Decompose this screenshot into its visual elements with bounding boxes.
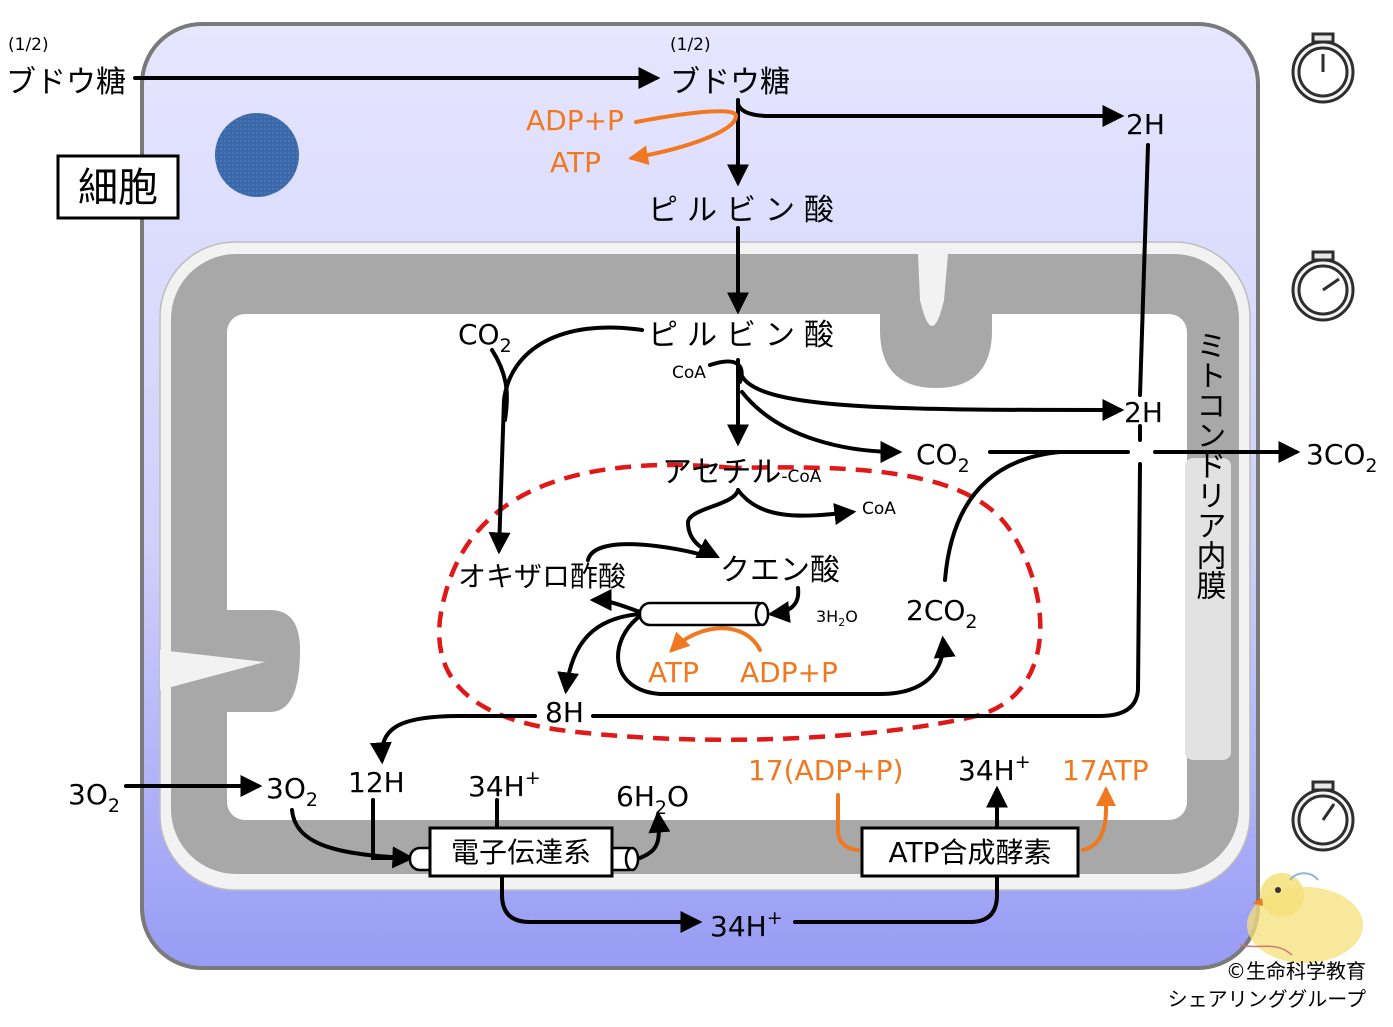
cell-label-box: 細胞 bbox=[56, 154, 180, 220]
cycle-adp-to-atp-arrow bbox=[669, 626, 762, 653]
mitochondrial-matrix bbox=[227, 314, 1187, 820]
2co2-merge-curve bbox=[943, 450, 1062, 582]
crista-top-highlight bbox=[918, 254, 948, 326]
half-label-left: (1/2) bbox=[8, 35, 49, 55]
co2-release-label: CO2 bbox=[458, 318, 512, 357]
glycolysis-adp-p-label: ADP+P bbox=[526, 104, 624, 137]
pyruvic-acid-matrix-label: ピルビン酸 bbox=[648, 318, 843, 353]
12h-label: 12H bbox=[348, 766, 405, 799]
coa-release-label: CoA bbox=[862, 499, 896, 519]
2co2-label: 2CO2 bbox=[906, 594, 978, 633]
34h-synthase-label: 34H+ bbox=[958, 751, 1031, 787]
atp-synthase-box: ATP合成酵素 bbox=[860, 826, 1080, 878]
half-label-center: (1/2) bbox=[670, 35, 711, 55]
electron-transport-chain-box: 電子伝達系 bbox=[428, 826, 614, 878]
12h-to-etc-line bbox=[371, 798, 412, 860]
coa-entry-label: CoA bbox=[672, 363, 706, 383]
glucose-outside-label: ブドウ糖 bbox=[6, 65, 126, 100]
6h2o-label: 6H2O bbox=[616, 780, 689, 819]
chick-illustration bbox=[1239, 872, 1363, 963]
8h-label: 8H bbox=[545, 696, 584, 729]
inner-membrane-label-box: ミトコンドリア内膜 bbox=[1185, 330, 1231, 760]
copyright-line-2: シェアリンググループ bbox=[1168, 987, 1366, 1011]
water-input-arrow bbox=[767, 586, 801, 623]
cycle-adp-p-label: ADP+P bbox=[740, 656, 838, 689]
3o2-outside-label: 3O2 bbox=[68, 778, 120, 817]
tca-cylinder bbox=[638, 601, 770, 627]
pyruvate-2h-arrow bbox=[740, 374, 1125, 421]
co2-release-branch bbox=[490, 348, 509, 422]
citric-acid-cycle-boundary bbox=[436, 462, 1043, 742]
co2-matrix-label: CO2 bbox=[916, 438, 970, 477]
cycle-to-oxaloacetate-arrow bbox=[589, 589, 642, 614]
copyright-line-1: ©生命科学教育 bbox=[1226, 959, 1366, 983]
proton-return-line bbox=[793, 876, 999, 924]
pyruvic-acid-cytoplasm-label: ピルビン酸 bbox=[648, 193, 843, 228]
3o2-inside-label: 3O2 bbox=[266, 772, 318, 811]
inner-membrane-label: ミトコンドリア内膜 bbox=[1191, 330, 1227, 600]
glycolysis-atp-label: ATP bbox=[550, 146, 601, 179]
glucose-inside-label: ブドウ糖 bbox=[670, 65, 790, 100]
etc-to-water-arrow bbox=[638, 810, 671, 860]
cell-label: 細胞 bbox=[78, 165, 158, 211]
nucleus bbox=[215, 113, 299, 197]
3h2o-label: 3H2O bbox=[816, 607, 858, 629]
cycle-to-2co2-arrow bbox=[616, 614, 956, 696]
stopwatch-icon bbox=[1291, 32, 1355, 104]
glycolysis-adp-to-atp-arrow bbox=[628, 109, 739, 166]
oxaloacetic-acid-label: オキザロ酢酸 bbox=[458, 560, 626, 593]
cycle-atp-label: ATP bbox=[648, 656, 699, 689]
citric-acid-label: クエン酸 bbox=[720, 553, 840, 588]
synthase-to-atp-arrow bbox=[1081, 786, 1116, 852]
glycolysis-2h-arrow bbox=[736, 102, 1125, 127]
oxaloacetate-to-citrate-arrow bbox=[586, 542, 708, 562]
stopwatch-icon bbox=[1291, 250, 1355, 322]
17-adp-p-label: 17(ADP+P) bbox=[748, 754, 903, 787]
2h-path-line bbox=[591, 143, 1150, 718]
crista-left-highlight bbox=[160, 650, 265, 690]
17-atp-label: 17ATP bbox=[1062, 754, 1149, 787]
2h-glycolysis-label: 2H bbox=[1126, 108, 1165, 141]
2h-pyruvate-label: 2H bbox=[1124, 396, 1163, 429]
pyruvate-co2-arrow bbox=[740, 390, 903, 463]
electron-transport-chain-label: 電子伝達系 bbox=[451, 836, 591, 869]
atp-synthase-label: ATP合成酵素 bbox=[889, 836, 1052, 869]
acetyl-coa-label: アセチル-CoA bbox=[662, 455, 822, 490]
coa-release-arrow bbox=[736, 488, 857, 525]
adp-to-synthase-arrow bbox=[836, 793, 860, 852]
stopwatch-icon bbox=[1291, 780, 1355, 852]
34h-intermembrane-label: 34H+ bbox=[710, 907, 783, 943]
34h-matrix-label: 34H+ bbox=[468, 767, 541, 803]
8h-to-12h-arrow bbox=[369, 714, 462, 765]
acetyl-split-curve bbox=[685, 488, 740, 558]
proton-pump-arrow bbox=[500, 874, 703, 933]
3co2-label: 3CO2 bbox=[1306, 438, 1378, 477]
cycle-to-8h-arrow bbox=[557, 612, 642, 695]
